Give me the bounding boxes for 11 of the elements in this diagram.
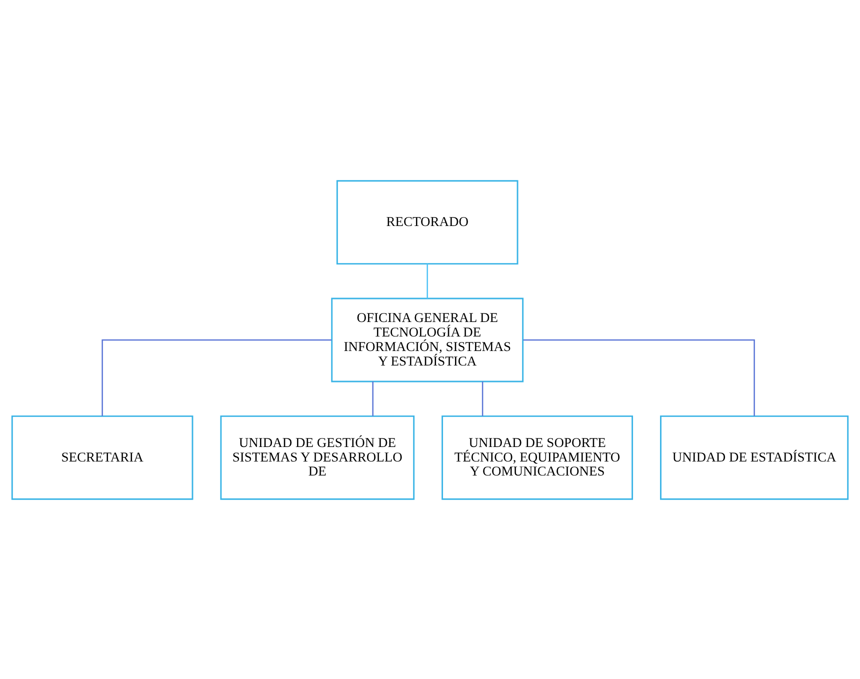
node-box: OFICINA GENERAL DE TECNOLOGÍA DE INFORMACIÓN, SISTEMAS Y ESTADÍSTICA (331, 297, 524, 382)
connector (523, 338, 755, 416)
node-box: UNIDAD DE ESTADÍSTICA (660, 414, 849, 500)
node-box: RECTORADO (336, 180, 518, 264)
connector (372, 380, 374, 416)
node-box: UNIDAD DE GESTIÓN DE SISTEMAS Y DESARROLLO DE (220, 414, 415, 500)
connector (426, 263, 428, 298)
node-box: UNIDAD DE SOPORTE TÉCNICO, EQUIPAMIENTO Y COMUNICACIONES (442, 414, 634, 500)
connector (102, 338, 332, 416)
node-box: SECRETARIA (11, 414, 194, 500)
connector (482, 380, 484, 416)
